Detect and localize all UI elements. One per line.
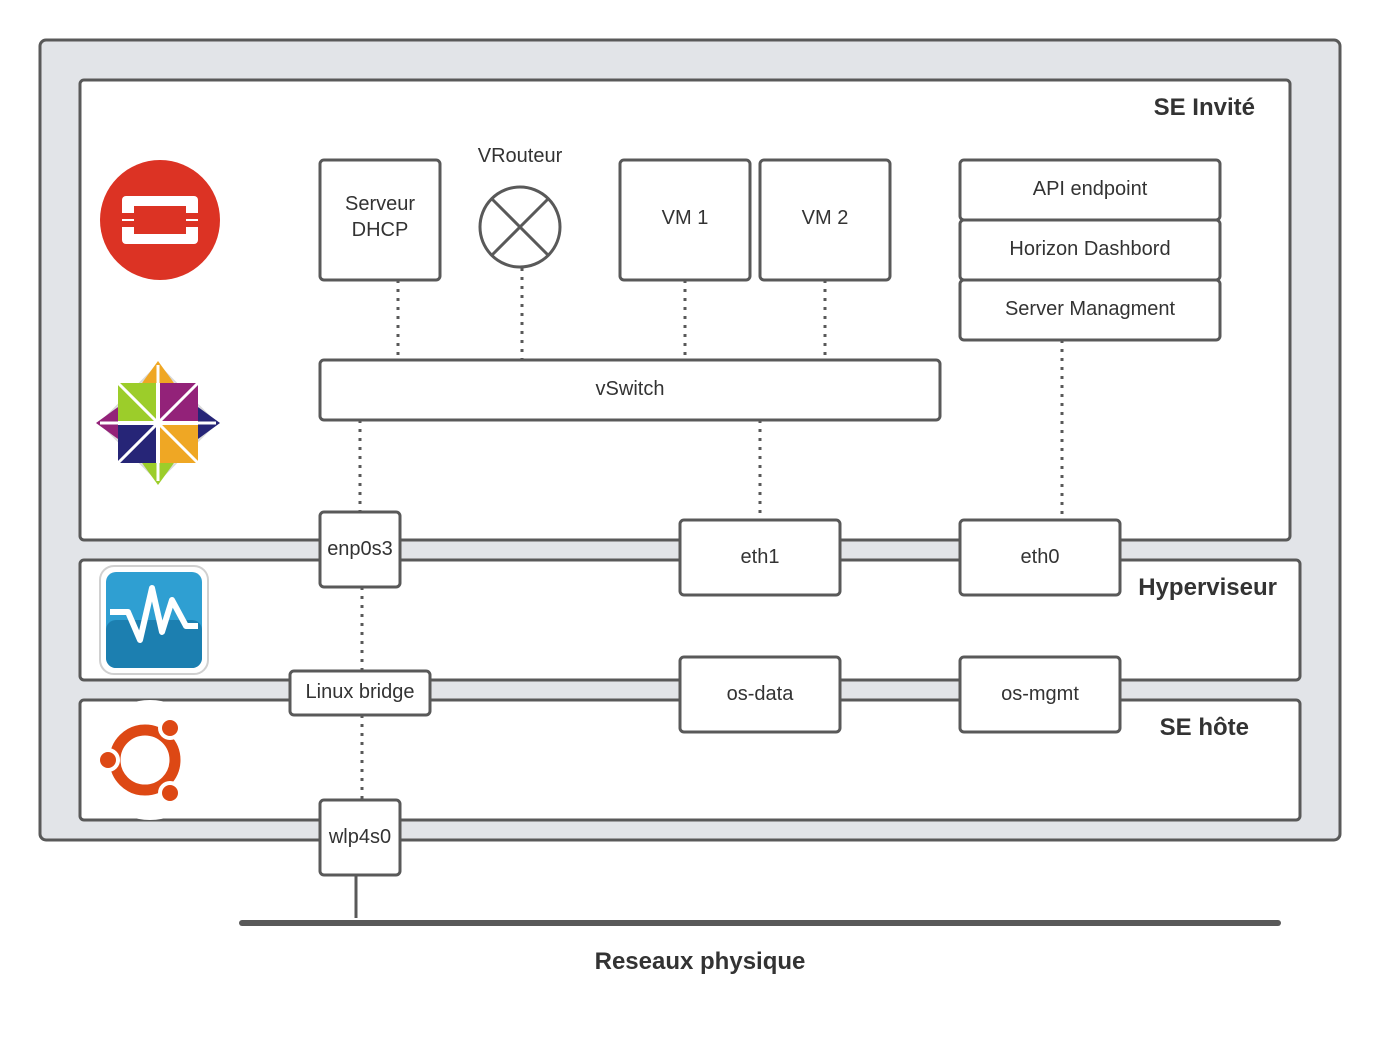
eth1-label: eth1 (741, 546, 780, 568)
wlp4s0-label: wlp4s0 (328, 826, 391, 848)
eth0-interface[interactable]: eth0 (958, 518, 1122, 597)
server-management[interactable]: Server Managment (958, 278, 1222, 342)
vrouter-label: VRouteur (478, 145, 563, 167)
physical-network-label: Reseaux physique (595, 948, 806, 975)
vm2[interactable]: VM 2 (758, 158, 892, 282)
horizon-dashboard[interactable]: Horizon Dashbord (958, 218, 1222, 282)
vm1-label: VM 1 (662, 207, 709, 229)
horizon-dashboard-label: Horizon Dashbord (1009, 238, 1170, 260)
guest-os-title: SE Invité (1154, 94, 1255, 121)
eth0-label: eth0 (1021, 546, 1060, 568)
ubuntu-logo-icon (90, 700, 210, 820)
connectors (358, 268, 1064, 800)
dhcp-server-label-1: Serveur (345, 193, 415, 215)
eth1-interface[interactable]: eth1 (678, 518, 842, 597)
enp0s3-interface[interactable]: enp0s3 (318, 510, 402, 589)
wlp4s0-interface[interactable]: wlp4s0 (318, 798, 402, 877)
hypervisor-title: Hyperviseur (1138, 574, 1277, 601)
centos-logo-icon (96, 361, 220, 485)
server-management-label: Server Managment (1005, 298, 1176, 320)
host-os-title: SE hôte (1160, 714, 1249, 741)
linux-bridge-interface[interactable]: Linux bridge (288, 669, 432, 717)
os-mgmt-interface[interactable]: os-mgmt (958, 655, 1122, 734)
linux-bridge-label: Linux bridge (306, 681, 415, 703)
dhcp-server-label-2: DHCP (352, 219, 409, 241)
vm2-label: VM 2 (802, 207, 849, 229)
api-endpoint-label: API endpoint (1033, 178, 1148, 200)
vswitch[interactable]: vSwitch (318, 358, 942, 422)
vswitch-label: vSwitch (596, 378, 665, 400)
os-data-label: os-data (727, 683, 795, 705)
virtualbox-logo-icon (99, 565, 209, 675)
dhcp-server[interactable]: Serveur DHCP (318, 158, 442, 282)
vm1[interactable]: VM 1 (618, 158, 752, 282)
enp0s3-label: enp0s3 (327, 538, 393, 560)
os-data-interface[interactable]: os-data (678, 655, 842, 734)
os-mgmt-label: os-mgmt (1001, 683, 1079, 705)
api-endpoint[interactable]: API endpoint (958, 158, 1222, 222)
vrouter[interactable]: VRouteur (478, 145, 563, 269)
openstack-logo-icon (100, 160, 220, 280)
